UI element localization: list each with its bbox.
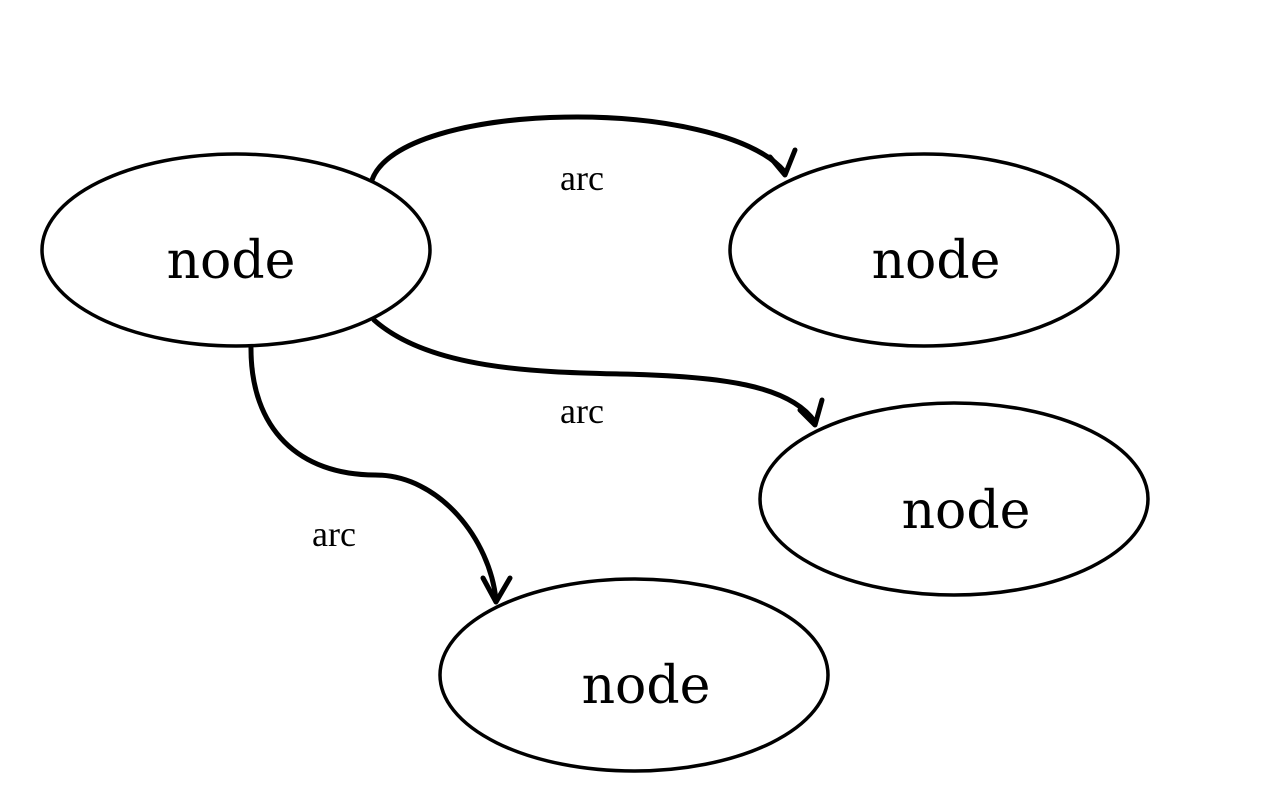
node-4-label: node	[582, 656, 711, 716]
node-2-label: node	[872, 231, 1001, 291]
arc-1: arc	[369, 114, 798, 198]
arc-3: arc	[248, 343, 513, 605]
arc-2-arrowhead	[797, 397, 825, 428]
arc-1-arrowhead	[767, 147, 798, 178]
arc-1-label: arc	[560, 158, 604, 198]
arc-3-line	[248, 343, 499, 603]
arc-3-label: arc	[312, 514, 356, 554]
arc-2: arc	[371, 317, 825, 431]
arc-1-line	[369, 114, 788, 183]
node-3-shape	[758, 401, 1150, 597]
node-1: node	[40, 152, 432, 348]
arc-2-line	[371, 317, 818, 425]
node-3-label: node	[902, 481, 1031, 541]
node-4-shape	[438, 577, 830, 773]
node-1-shape	[40, 152, 432, 348]
arc-2-label: arc	[560, 391, 604, 431]
node-1-label: node	[167, 231, 296, 291]
node-2: node	[728, 152, 1120, 348]
node-2-shape	[728, 152, 1120, 348]
arc-3-arrowhead	[480, 575, 513, 605]
node-3: node	[758, 401, 1150, 597]
node-4: node	[438, 577, 830, 773]
